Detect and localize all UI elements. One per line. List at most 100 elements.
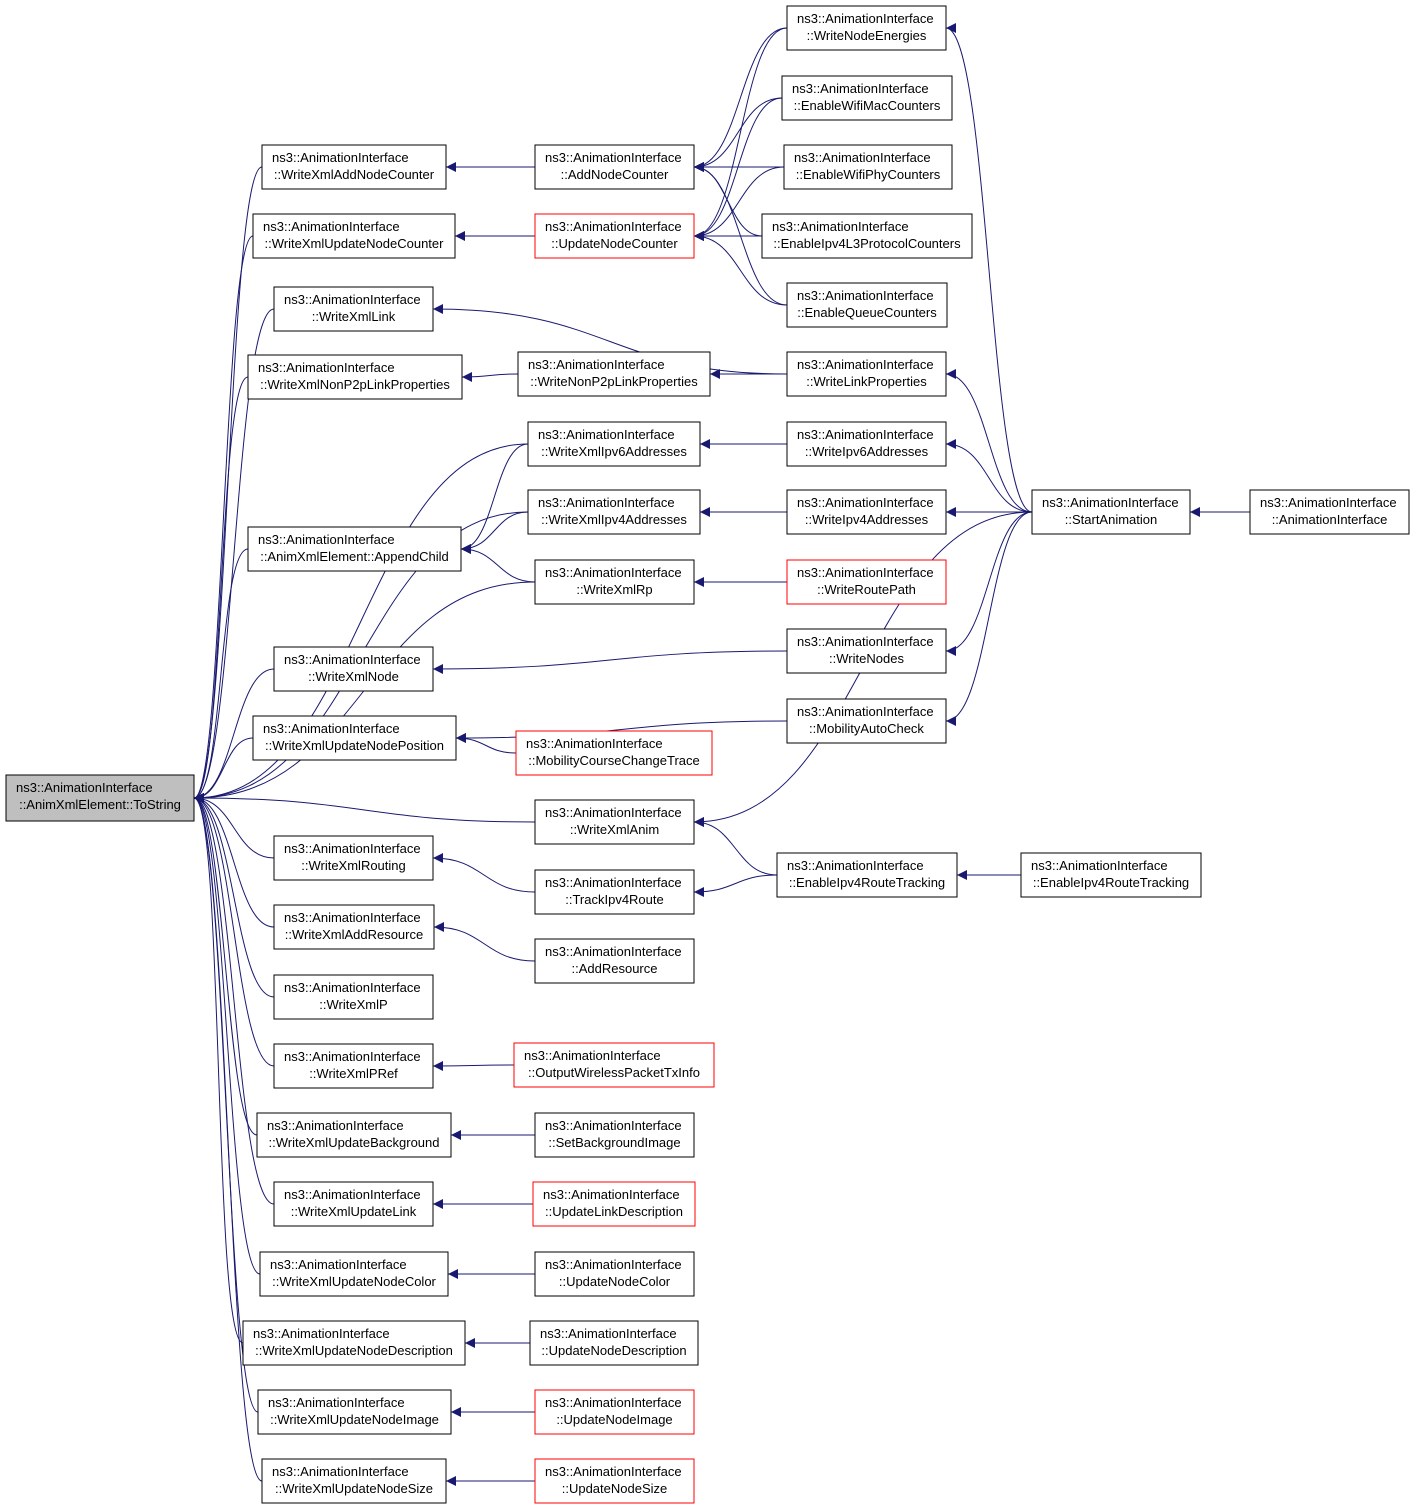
node-label-line2: ::WriteXmlUpdateNodeSize [275, 1481, 433, 1496]
node-box [534, 559, 695, 605]
node-enIpv4RouteTrack2[interactable]: ns3::AnimationInterface::EnableIpv4Route… [1020, 852, 1202, 898]
node-label-line1: ns3::AnimationInterface [284, 841, 421, 856]
node-wxNode[interactable]: ns3::AnimationInterface::WriteXmlNode [273, 646, 434, 692]
node-startAnim[interactable]: ns3::AnimationInterface::StartAnimation [1031, 489, 1191, 535]
node-animIface[interactable]: ns3::AnimationInterface::AnimationInterf… [1249, 489, 1410, 535]
node-label-line2: ::EnableIpv4RouteTracking [789, 875, 945, 890]
node-wxLink[interactable]: ns3::AnimationInterface::WriteXmlLink [273, 286, 434, 332]
node-label-line2: ::WriteXmlAnim [570, 822, 659, 837]
node-wxAddResource[interactable]: ns3::AnimationInterface::WriteXmlAddReso… [273, 904, 435, 950]
node-label-line2: ::UpdateNodeColor [559, 1274, 671, 1289]
node-wxRouting[interactable]: ns3::AnimationInterface::WriteXmlRouting [273, 835, 434, 881]
edge-wxIpv6-to-tostring [193, 443, 529, 803]
node-wxUpdateNodeSize[interactable]: ns3::AnimationInterface::WriteXmlUpdateN… [261, 1458, 447, 1504]
node-writeRoutePath[interactable]: ns3::AnimationInterface::WriteRoutePath [786, 559, 947, 605]
node-wxUpdateNodeImage[interactable]: ns3::AnimationInterface::WriteXmlUpdateN… [257, 1389, 452, 1435]
node-box [257, 1389, 452, 1435]
node-box [252, 213, 456, 259]
node-wxAddNodeCounter[interactable]: ns3::AnimationInterface::WriteXmlAddNode… [261, 144, 447, 190]
node-box [786, 489, 947, 535]
node-tostring[interactable]: ns3::AnimationInterface::AnimXmlElement:… [5, 774, 195, 822]
node-box [527, 489, 701, 535]
node-wxUpdateNodeColor[interactable]: ns3::AnimationInterface::WriteXmlUpdateN… [259, 1251, 449, 1297]
node-updateNodeImage[interactable]: ns3::AnimationInterface::UpdateNodeImage [534, 1389, 695, 1435]
node-label-line2: ::StartAnimation [1065, 512, 1158, 527]
node-mobCourse[interactable]: ns3::AnimationInterface::MobilityCourseC… [515, 730, 713, 776]
node-wxPRef[interactable]: ns3::AnimationInterface::WriteXmlPRef [273, 1043, 434, 1089]
node-outWireless[interactable]: ns3::AnimationInterface::OutputWirelessP… [513, 1042, 715, 1088]
node-label-line2: ::WriteXmlAddNodeCounter [274, 167, 435, 182]
edge-wxUpdateLink-to-tostring [193, 793, 275, 1205]
edge-wxAddResource-to-tostring [193, 793, 275, 928]
node-label-line2: ::WriteXmlUpdateLink [291, 1204, 417, 1219]
node-wxNonP2p[interactable]: ns3::AnimationInterface::WriteXmlNonP2pL… [247, 354, 463, 400]
node-wxUpdateLink[interactable]: ns3::AnimationInterface::WriteXmlUpdateL… [273, 1181, 434, 1227]
node-label-line2: ::WriteXmlUpdateNodeDescription [255, 1343, 453, 1358]
node-wxUpdateNodeCounter[interactable]: ns3::AnimationInterface::WriteXmlUpdateN… [252, 213, 456, 259]
node-writeNodes[interactable]: ns3::AnimationInterface::WriteNodes [786, 628, 947, 674]
node-writeLinkProps[interactable]: ns3::AnimationInterface::WriteLinkProper… [786, 351, 947, 397]
node-label-line1: ns3::AnimationInterface [258, 532, 395, 547]
node-label-line1: ns3::AnimationInterface [545, 875, 682, 890]
node-writeNonP2p[interactable]: ns3::AnimationInterface::WriteNonP2pLink… [517, 351, 711, 397]
node-wxUpdateNodePos[interactable]: ns3::AnimationInterface::WriteXmlUpdateN… [252, 715, 457, 761]
node-enWifiPhy[interactable]: ns3::AnimationInterface::EnableWifiPhyCo… [783, 144, 953, 190]
node-label-line2: ::WriteXmlUpdateNodePosition [265, 738, 444, 753]
node-wxP[interactable]: ns3::AnimationInterface::WriteXmlP [273, 974, 434, 1020]
node-wxUpdateNodeDesc[interactable]: ns3::AnimationInterface::WriteXmlUpdateN… [242, 1320, 466, 1366]
node-trackIpv4[interactable]: ns3::AnimationInterface::TrackIpv4Route [534, 869, 695, 915]
node-writeNodeEnergies[interactable]: ns3::AnimationInterface::WriteNodeEnergi… [786, 5, 947, 51]
node-label-line1: ns3::AnimationInterface [545, 944, 682, 959]
node-updateNodeColor[interactable]: ns3::AnimationInterface::UpdateNodeColor [534, 1251, 695, 1297]
node-writeIpv4[interactable]: ns3::AnimationInterface::WriteIpv4Addres… [786, 489, 947, 535]
node-mobAutoCheck[interactable]: ns3::AnimationInterface::MobilityAutoChe… [786, 698, 947, 744]
node-label-line2: ::WriteXmlAddResource [285, 927, 423, 942]
node-label-line1: ns3::AnimationInterface [797, 11, 934, 26]
node-enIpv4RouteTrack[interactable]: ns3::AnimationInterface::EnableIpv4Route… [776, 852, 958, 898]
node-label-line2: ::UpdateLinkDescription [545, 1204, 683, 1219]
node-wxAnim[interactable]: ns3::AnimationInterface::WriteXmlAnim [534, 799, 695, 845]
node-writeIpv6[interactable]: ns3::AnimationInterface::WriteIpv6Addres… [786, 421, 947, 467]
edge-enIpv4RouteTrack-to-trackIpv4 [693, 874, 778, 897]
node-box [534, 1251, 695, 1297]
node-wxIpv6[interactable]: ns3::AnimationInterface::WriteXmlIpv6Add… [527, 421, 701, 467]
node-box [247, 526, 462, 572]
node-wxRp[interactable]: ns3::AnimationInterface::WriteXmlRp [534, 559, 695, 605]
node-label-line2: ::OutputWirelessPacketTxInfo [528, 1065, 700, 1080]
node-label-line2: ::WriteXmlUpdateNodeColor [272, 1274, 436, 1289]
node-appendChild[interactable]: ns3::AnimationInterface::AnimXmlElement:… [247, 526, 462, 572]
node-label-line2: ::WriteXmlUpdateNodeImage [270, 1412, 439, 1427]
node-label-line1: ns3::AnimationInterface [268, 1395, 405, 1410]
node-wxUpdateBg[interactable]: ns3::AnimationInterface::WriteXmlUpdateB… [256, 1112, 452, 1158]
node-label-line2: ::UpdateNodeDescription [541, 1343, 686, 1358]
node-updateNodeSize[interactable]: ns3::AnimationInterface::UpdateNodeSize [534, 1458, 695, 1504]
node-enIpv4L3[interactable]: ns3::AnimationInterface::EnableIpv4L3Pro… [761, 213, 973, 259]
node-box [273, 646, 434, 692]
node-label-line2: ::WriteXmlIpv4Addresses [541, 512, 687, 527]
node-enQueue[interactable]: ns3::AnimationInterface::EnableQueueCoun… [786, 282, 948, 328]
node-addResource[interactable]: ns3::AnimationInterface::AddResource [534, 938, 695, 984]
node-label-line2: ::WriteIpv6Addresses [805, 444, 929, 459]
node-box [1020, 852, 1202, 898]
node-addNodeCounter[interactable]: ns3::AnimationInterface::AddNodeCounter [534, 144, 695, 190]
node-label-line2: ::WriteIpv4Addresses [805, 512, 929, 527]
node-wxIpv4[interactable]: ns3::AnimationInterface::WriteXmlIpv4Add… [527, 489, 701, 535]
node-label-line1: ns3::AnimationInterface [284, 910, 421, 925]
node-updateNodeDesc[interactable]: ns3::AnimationInterface::UpdateNodeDescr… [529, 1320, 699, 1366]
edge-wxUpdateNodeColor-to-tostring [193, 793, 261, 1275]
node-updateLinkDesc[interactable]: ns3::AnimationInterface::UpdateLinkDescr… [532, 1181, 696, 1227]
node-box [5, 774, 195, 822]
node-updateNodeCounter[interactable]: ns3::AnimationInterface::UpdateNodeCount… [534, 213, 695, 259]
edge-writeNodeEnergies-to-updateNodeCounter [693, 27, 788, 241]
node-label-line2: ::WriteXmlUpdateNodeCounter [265, 236, 445, 251]
edge-addResource-to-wxAddResource [433, 922, 536, 962]
edge-startAnim-to-mobAutoCheck [945, 511, 1033, 726]
node-box [534, 144, 695, 190]
node-label-line1: ns3::AnimationInterface [272, 1464, 409, 1479]
node-label-line1: ns3::AnimationInterface [284, 1187, 421, 1202]
node-label-line1: ns3::AnimationInterface [528, 357, 665, 372]
node-box [786, 628, 947, 674]
node-setBg[interactable]: ns3::AnimationInterface::SetBackgroundIm… [534, 1112, 695, 1158]
node-enWifiMac[interactable]: ns3::AnimationInterface::EnableWifiMacCo… [781, 75, 953, 121]
node-label-line1: ns3::AnimationInterface [284, 292, 421, 307]
